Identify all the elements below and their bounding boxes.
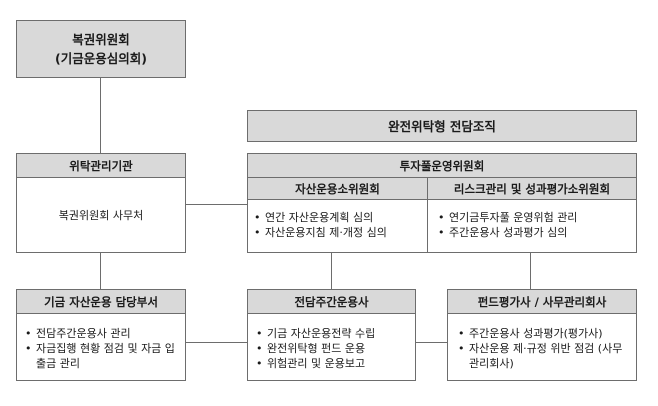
list-item: 완전위탁형 펀드 운용 [256,341,409,356]
list-item: 기금 자산운용전략 수립 [256,326,409,341]
connector-trust-fund [100,253,101,289]
risk-subcommittee-header: 리스크관리 및 성과평가소위원회 [428,178,636,200]
lead-manager-header: 전담주간운용사 [248,290,415,314]
trust-agency-header: 위탁관리기관 [17,154,185,178]
connector-committee-trust [100,78,101,153]
list-item: 주간운용사 성과평가(평가사) [458,326,630,341]
committee-box: 복권위원회 (기금운용심의회) [16,20,186,78]
lead-manager-box: 전담주간운용사 기금 자산운용전략 수립 완전위탁형 펀드 운용 위험관리 및 … [247,289,416,381]
connector-fund-lead [186,342,247,343]
dedicated-org-box: 완전위탁형 전담조직 [247,110,637,142]
dedicated-org-title: 완전위탁형 전담조직 [388,118,496,134]
risk-subcommittee: 리스크관리 및 성과평가소위원회 연기금투자풀 운영위험 관리 주간운용사 성과… [428,178,636,252]
investment-pool-box: 투자풀운영위원회 자산운용소위원회 연간 자산운용계획 심의 자산운용지침 제·… [247,153,637,253]
list-item: 위험관리 및 운용보고 [256,356,409,371]
list-item: 연기금투자풀 운영위험 관리 [438,210,630,225]
fund-dept-box: 기금 자산운용 담당부서 전담주간운용사 관리 자금집행 현황 점검 및 자금 … [16,289,186,381]
list-item: 자산운용지침 제·개정 심의 [254,225,421,240]
asset-subcommittee: 자산운용소위원회 연간 자산운용계획 심의 자산운용지침 제·개정 심의 [248,178,428,252]
list-item: 자산운용 제·규정 위반 점검 (사무관리회사) [458,341,630,371]
evaluator-header: 펀드평가사 / 사무관리회사 [448,290,636,314]
fund-dept-header: 기금 자산운용 담당부서 [17,290,185,314]
list-item: 자금집행 현황 점검 및 자금 입출금 관리 [25,341,179,371]
list-item: 주간운용사 성과평가 심의 [438,225,630,240]
asset-subcommittee-header: 자산운용소위원회 [248,178,427,200]
asset-subcommittee-list: 연간 자산운용계획 심의 자산운용지침 제·개정 심의 [248,200,427,240]
evaluator-box: 펀드평가사 / 사무관리회사 주간운용사 성과평가(평가사) 자산운용 제·규정… [447,289,637,381]
connector-asset-lead [331,253,332,289]
trust-agency-box: 위탁관리기관 복권위원회 사무처 [16,153,186,253]
fund-dept-list: 전담주간운용사 관리 자금집행 현황 점검 및 자금 입출금 관리 [17,314,185,371]
committee-subtitle: (기금운용심의회) [55,51,147,66]
investment-pool-header: 투자풀운영위원회 [248,154,636,178]
evaluator-list: 주간운용사 성과평가(평가사) 자산운용 제·규정 위반 점검 (사무관리회사) [448,314,636,371]
connector-risk-eval [530,253,531,289]
connector-trust-pool [186,204,247,205]
connector-lead-eval [416,342,447,343]
risk-subcommittee-list: 연기금투자풀 운영위험 관리 주간운용사 성과평가 심의 [428,200,636,240]
trust-agency-body: 복권위원회 사무처 [58,208,144,222]
committee-title: 복권위원회 [72,32,130,47]
list-item: 연간 자산운용계획 심의 [254,210,421,225]
lead-manager-list: 기금 자산운용전략 수립 완전위탁형 펀드 운용 위험관리 및 운용보고 [248,314,415,371]
list-item: 전담주간운용사 관리 [25,326,179,341]
